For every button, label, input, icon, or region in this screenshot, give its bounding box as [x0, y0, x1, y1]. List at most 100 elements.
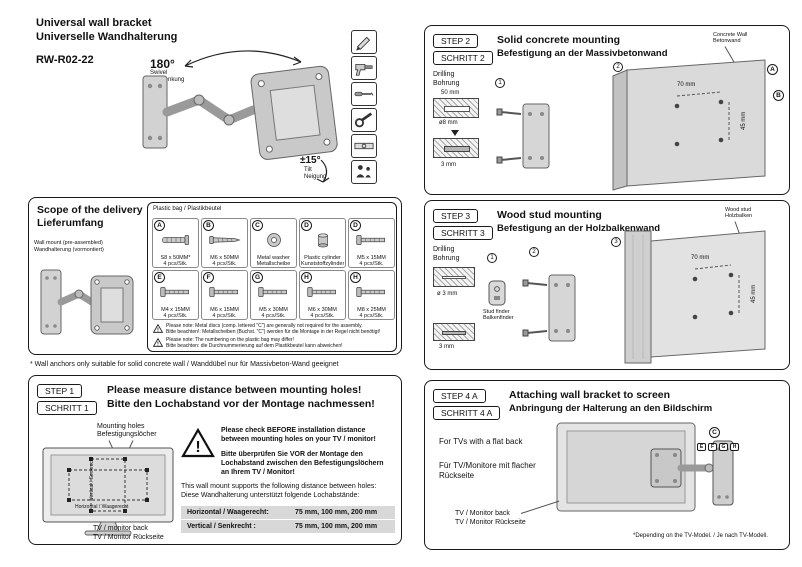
step1-warning-de: Bitte überprüfen Sie VOR der Montage den…: [221, 451, 384, 477]
warning-triangle-icon: !: [153, 338, 163, 347]
part-size: S8 x 50MM*: [160, 255, 191, 261]
horizontal-dim-label: Horizontal / Waagerecht: [75, 504, 129, 510]
part-letter-badge: E: [154, 272, 165, 283]
step3-title-en: Wood stud mounting: [497, 209, 602, 221]
wall-anchor-icon: [158, 231, 194, 249]
warning-triangle-icon: !: [181, 428, 215, 458]
scope-title-de: Lieferumfang: [37, 217, 104, 229]
wall-plate-screws-illustration: [496, 103, 550, 169]
hole-distance-table: Horizontal / Waagerecht: 75 mm, 100 mm, …: [181, 506, 395, 534]
step1-supports-de: Diese Wandhalterung unterstützt folgende…: [181, 492, 360, 499]
screwdriver-icon: [351, 82, 377, 106]
drilling-label-de: Bohrung: [433, 255, 460, 262]
row-label: Horizontal / Waagerecht:: [187, 509, 269, 516]
part-letter-badge: D: [301, 220, 312, 231]
drilling-label-en: Drilling: [433, 246, 455, 253]
step1-warning-en: Please check BEFORE installation distanc…: [221, 427, 376, 444]
plastic-bag-parts-box: Plastic bag / Plastikbeutel A S8 x 50MM*…: [147, 202, 397, 352]
step3-panel: STEP 3 SCHRITT 3 Wood stud mounting Befe…: [424, 200, 790, 370]
step2-label-de: SCHRITT 2: [433, 51, 493, 65]
part-size: M5 x 30MM: [259, 307, 288, 313]
part-qty: 4 pcs/Stk.: [359, 313, 384, 320]
washer-icon: [256, 231, 292, 249]
wall-cross-section: [433, 98, 479, 118]
part-qty: 4 pcs/Stk.: [261, 313, 286, 320]
part-letter-badge: B: [203, 220, 214, 231]
stud-finder-label-de: Balkenfinder: [483, 315, 514, 321]
part-ref-badge-h: H: [730, 443, 739, 451]
row-value: 75 mm, 100 mm, 200 mm: [295, 523, 378, 531]
part-ref-badge-b: B: [773, 90, 784, 101]
tv-with-bracket-illustration: [556, 422, 734, 512]
drill-depth-label: 50 mm: [441, 90, 460, 96]
part-letter-badge: H: [350, 272, 361, 283]
concrete-wall-illustration: [612, 59, 766, 191]
bag-note2-en: Please note: The numbering on the plasti…: [166, 337, 294, 343]
plastic-bag-title: Plastic bag / Plastikbeutel: [153, 206, 222, 212]
part-item-f: F M6 x 15MM 4 pcs/Stk.: [201, 270, 248, 320]
sequence-number-badge: 2: [613, 62, 623, 72]
tilt-label-de: Neigung: [304, 174, 327, 180]
product-title-en: Universal wall bracket: [36, 17, 152, 29]
step2-panel: STEP 2 SCHRITT 2 Solid concrete mounting…: [424, 25, 790, 195]
part-item-h1: H M6 x 30MM 4 pcs/Stk.: [299, 270, 346, 320]
wood-stud-wall-illustration: [624, 230, 766, 364]
wall-cross-section-screw: [433, 323, 475, 341]
part-letter-badge: H: [301, 272, 312, 283]
swivel-label-en: Swivel: [150, 70, 168, 76]
tilt-angle-label: ±15°: [300, 155, 321, 166]
svg-text:!: !: [195, 439, 200, 456]
step4a-panel: STEP 4 A SCHRITT 4 A Attaching wall brac…: [424, 380, 790, 550]
vertical-dim-label: Vertical / Senkrecht: [89, 456, 95, 500]
step1-supports-en: This wall mount supports the following d…: [181, 483, 377, 490]
part-size: M6 x 50MM: [210, 255, 239, 261]
part-ref-badge-e: E: [697, 443, 706, 451]
sequence-number-badge: 3: [611, 237, 621, 247]
machine-screw-icon: [256, 283, 292, 301]
step4a-label-de: SCHRITT 4 A: [433, 406, 501, 420]
machine-screw-icon: [354, 283, 390, 301]
drilling-label-de: Bohrung: [433, 80, 460, 87]
tv-model-footnote: *Depending on the TV-Model. / Je nach TV…: [633, 533, 768, 539]
level-icon: [351, 134, 377, 158]
scope-title-en: Scope of the delivery: [37, 204, 143, 216]
wood-screw-icon: [207, 231, 243, 249]
part-size: M6 x 30MM: [308, 307, 337, 313]
step1-title-de: Bitte den Lochabstand vor der Montage na…: [107, 398, 375, 410]
step4a-label-en: STEP 4 A: [433, 389, 486, 403]
wall-cross-section: [433, 267, 475, 287]
part-qty: 4 pcs/Stk.: [163, 313, 188, 320]
machine-screw-icon: [158, 283, 194, 301]
required-tools-strip: [351, 30, 377, 186]
scope-of-delivery-panel: Scope of the delivery Lieferumfang Wall …: [28, 197, 402, 355]
two-person-icon: [351, 160, 377, 184]
table-row: Horizontal / Waagerecht: 75 mm, 100 mm, …: [181, 506, 395, 520]
bag-note1-de: Bitte beachten!: Metallscheiben (Buchst.…: [166, 329, 381, 335]
part-item-a: A S8 x 50MM* 4 pcs/Stk.: [152, 218, 199, 268]
step3-label-de: SCHRITT 3: [433, 226, 493, 240]
svg-text:!: !: [157, 341, 159, 347]
part-qty: 4 pcs/Stk.: [163, 261, 188, 268]
tv-back-label-en: TV / Monitor back: [455, 510, 510, 517]
warning-triangle-icon: !: [153, 324, 163, 333]
hole-distance-h-label: 70 mm: [677, 82, 696, 88]
parts-grid: A S8 x 50MM* 4 pcs/Stk. B M6 x 50MM 4 pc…: [152, 218, 395, 320]
inserted-anchor: [444, 146, 470, 152]
part-size: M8 x 25MM: [357, 307, 386, 313]
down-arrow-icon: [451, 130, 459, 136]
mounting-holes-label-en: Mounting holes: [97, 423, 145, 430]
model-number: RW-R02-22: [36, 54, 94, 66]
step2-title-de: Befestigung an der Massivbetonwand: [497, 48, 668, 59]
tv-back-illustration: [42, 447, 174, 536]
part-item-b: B M6 x 50MM 4 pcs/Stk.: [201, 218, 248, 268]
sequence-number-badge: 1: [487, 253, 497, 263]
hole-distance-v-label: 45 mm: [751, 284, 757, 303]
wallmount-preassembled-illustration: [40, 269, 134, 335]
part-letter-badge: G: [252, 272, 263, 283]
step4a-title-en: Attaching wall bracket to screen: [509, 389, 671, 401]
hole-distance-h-label: 70 mm: [691, 255, 710, 261]
part-size: M4 x 15MM: [161, 307, 190, 313]
machine-screw-icon: [305, 283, 341, 301]
bag-note1-en: Please note: Metal discs (comp. lettered…: [166, 323, 363, 329]
